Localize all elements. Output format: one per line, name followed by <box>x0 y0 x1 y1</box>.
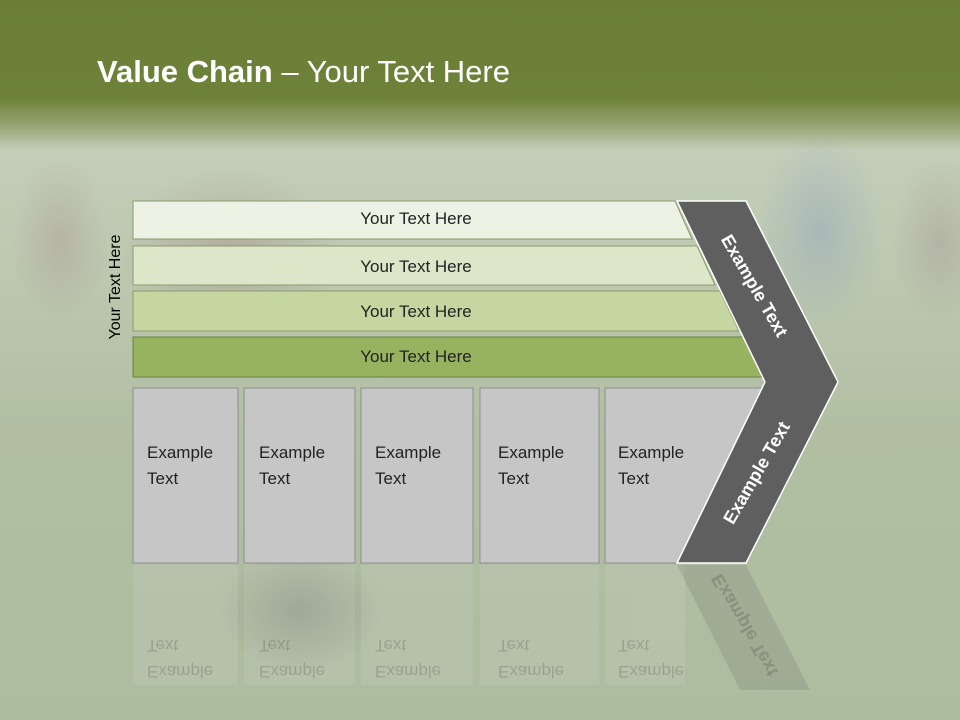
box-reflections <box>133 565 685 685</box>
box-1-label-reflection: Example Text <box>147 636 214 681</box>
bar-4-label: Your Text Here <box>360 347 472 366</box>
box-3-label-reflection: Example Text <box>375 636 442 681</box>
box-2-label: Example Text <box>259 443 326 488</box>
box-4 <box>479 387 600 564</box>
bar-1-label: Your Text Here <box>360 209 472 228</box>
box-reflection-3 <box>361 565 473 685</box>
bar-2-label: Your Text Here <box>360 257 472 276</box>
bar-3 <box>132 290 740 332</box>
box-3 <box>360 387 474 564</box>
title-rest: – Your Text Here <box>272 54 510 89</box>
box-3-label: Example Text <box>375 443 442 488</box>
box-2-label-reflection: Example Text <box>259 636 326 681</box>
title-banner <box>0 0 960 150</box>
box-reflection-4 <box>480 565 599 685</box>
chevron-arrow-reflection <box>677 565 810 690</box>
bar-2 <box>132 245 716 286</box>
title-bold: Value Chain <box>97 54 273 89</box>
box-5-label-reflection: Example Text <box>618 636 685 681</box>
bar-1 <box>132 200 693 240</box>
box-4-label-reflection: Example Text <box>498 636 565 681</box>
chevron-arrow <box>675 200 839 564</box>
box-reflection-5 <box>605 565 685 685</box>
page-title: Value Chain – Your Text Here <box>97 54 510 90</box>
box-4-label: Example Text <box>498 443 565 488</box>
box-1-label: Example Text <box>147 443 214 488</box>
bar-3-label: Your Text Here <box>360 302 472 321</box>
box-2 <box>243 387 356 564</box>
box-reflection-1 <box>133 565 238 685</box>
box-5-label: Example Text <box>618 443 685 488</box>
box-reflection-2 <box>244 565 355 685</box>
box-1 <box>132 387 239 564</box>
